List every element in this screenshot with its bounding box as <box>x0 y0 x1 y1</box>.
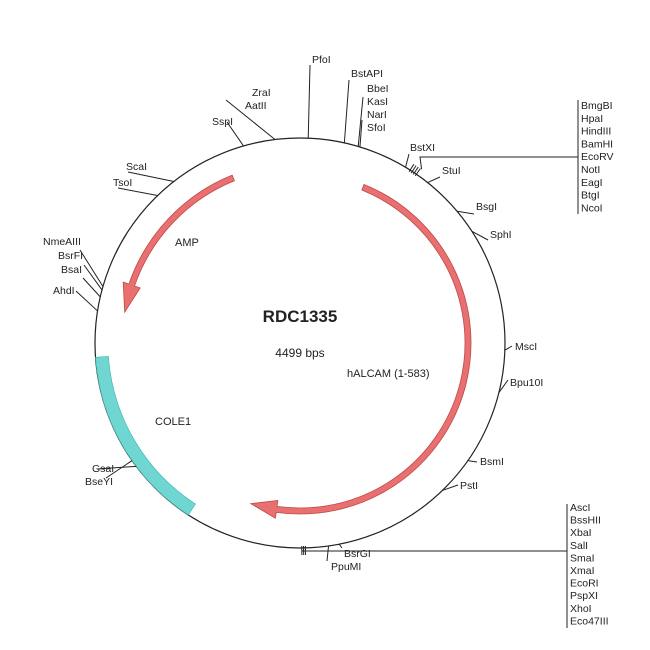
site-tick <box>408 163 415 173</box>
site-label: PstI <box>460 480 478 492</box>
site-label: MscI <box>515 341 537 353</box>
site-label: BstAPI <box>351 68 383 80</box>
site-label: NotI <box>581 164 600 176</box>
site-label: BstXI <box>410 142 435 154</box>
site-label: BtgI <box>581 190 600 202</box>
site-label: PfoI <box>312 54 331 66</box>
site-label: HpaI <box>581 113 603 125</box>
cluster-leader-line <box>419 156 578 170</box>
site-label: ZraI <box>252 87 271 99</box>
site-label: HindIII <box>581 126 611 138</box>
plasmid-name: RDC1335 <box>263 307 338 326</box>
site-label: StuI <box>442 165 461 177</box>
site-tick <box>338 543 343 549</box>
site-tick <box>127 171 174 182</box>
site-tick <box>82 277 101 298</box>
site-tick <box>225 99 276 140</box>
site-label: BbeI <box>367 83 389 95</box>
site-tick <box>456 210 475 215</box>
site-label: BsgI <box>476 201 497 213</box>
site-tick <box>117 187 158 197</box>
site-tick <box>504 345 513 351</box>
site-tick <box>96 465 137 470</box>
site-label: SalI <box>570 540 588 552</box>
site-tick <box>226 121 244 147</box>
site-tick <box>75 290 98 312</box>
site-tick <box>498 379 509 393</box>
site-label: EcoRI <box>570 578 599 590</box>
feature-label-amp: AMP <box>175 237 199 249</box>
halcam-gene-arrow <box>249 183 472 519</box>
site-tick <box>414 168 421 177</box>
site-tick <box>442 484 459 491</box>
site-label: XbaI <box>570 527 592 539</box>
amp-gene-arrow <box>122 174 235 314</box>
site-label: EagI <box>581 177 603 189</box>
site-tick <box>79 249 104 287</box>
site-tick <box>357 96 364 147</box>
site-label: BseYI <box>85 476 113 488</box>
site-tick <box>412 166 419 175</box>
site-label: GsaI <box>92 463 114 475</box>
site-label: PpuMI <box>331 561 361 573</box>
site-label: PspXI <box>570 590 598 602</box>
site-label: Eco47III <box>570 615 609 627</box>
site-label: SphI <box>490 229 512 241</box>
site-label: NarI <box>367 109 387 121</box>
site-label: KasI <box>367 96 388 108</box>
site-label: SspI <box>212 116 233 128</box>
site-label: AscI <box>570 502 590 514</box>
cole1-origin-band <box>95 356 196 516</box>
site-label: ScaI <box>126 161 147 173</box>
site-label: NmeAIII <box>43 236 81 248</box>
site-tick <box>359 119 363 147</box>
plasmid-backbone <box>94 137 506 549</box>
site-label: BsmI <box>480 456 504 468</box>
site-tick <box>343 79 350 143</box>
site-tick <box>427 176 441 184</box>
site-label: BsrFI <box>58 250 83 262</box>
site-tick <box>405 153 410 168</box>
site-label: EcoRV <box>581 151 614 163</box>
site-tick <box>307 64 311 139</box>
site-label: AhdI <box>53 285 75 297</box>
site-label: BamHI <box>581 138 613 150</box>
site-label: BssHII <box>570 515 601 527</box>
site-label: XmaI <box>570 565 595 577</box>
site-label: SmaI <box>570 552 595 564</box>
site-tick <box>467 460 478 463</box>
site-tick <box>326 545 330 562</box>
site-label: SfoI <box>367 122 386 134</box>
site-label: AatII <box>245 100 267 112</box>
site-label: BsaI <box>61 264 82 276</box>
site-label: BsrGI <box>344 548 371 560</box>
site-label: BmgBI <box>581 100 613 112</box>
site-tick <box>105 460 133 479</box>
site-tick <box>410 165 417 174</box>
cluster-leader-line <box>301 550 567 552</box>
site-tick <box>471 230 489 241</box>
feature-label-halcam: hALCAM (1-583) <box>347 368 430 380</box>
site-tick <box>83 264 103 291</box>
site-label: XhoI <box>570 603 592 615</box>
site-label: NcoI <box>581 202 603 214</box>
plasmid-size: 4499 bps <box>275 346 324 360</box>
feature-label-cole1: COLE1 <box>155 416 191 428</box>
site-label: TsoI <box>113 177 132 189</box>
site-label: Bpu10I <box>510 377 543 389</box>
